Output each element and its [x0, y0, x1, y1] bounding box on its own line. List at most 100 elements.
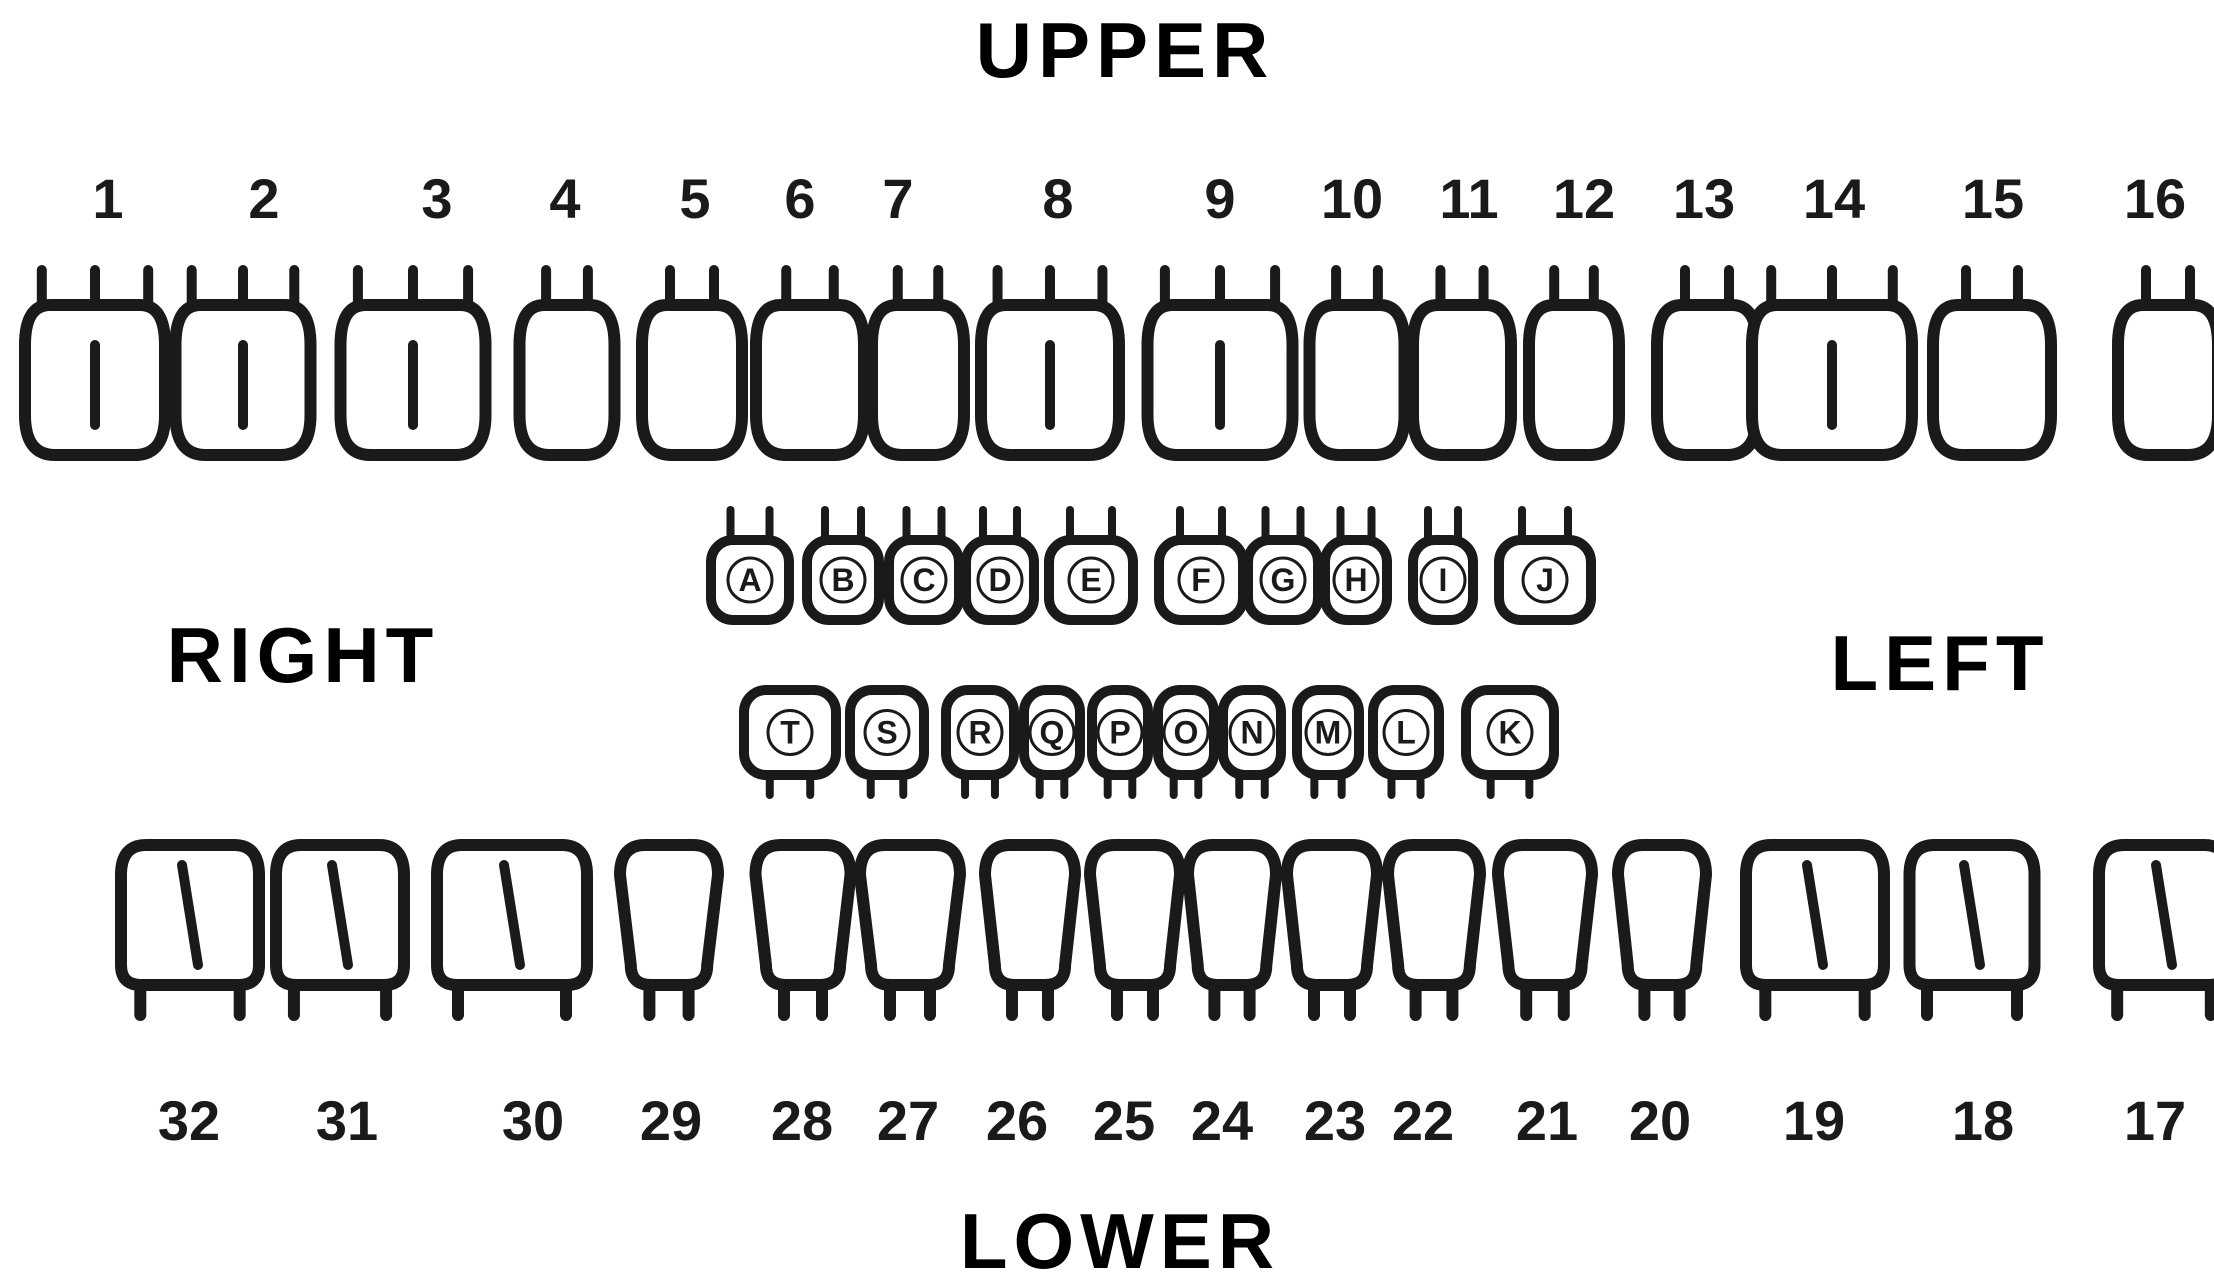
tooth-crown [1657, 305, 1757, 455]
tooth-crown [1188, 845, 1276, 985]
primary-upper-tooth-F: F [1159, 510, 1243, 620]
upper-tooth-1 [25, 270, 165, 455]
tooth-crown [1529, 305, 1619, 455]
tooth-crown [2118, 305, 2214, 455]
lower-tooth-number: 31 [316, 1089, 378, 1152]
lower-tooth-number: 30 [502, 1089, 564, 1152]
tooth-crown [756, 845, 851, 985]
upper-tooth-16 [2118, 270, 2214, 455]
upper-tooth-number: 12 [1553, 167, 1615, 230]
tooth-crown [860, 845, 960, 985]
tooth-letter: S [876, 715, 897, 751]
upper-tooth-13 [1657, 270, 1757, 455]
primary-lower-tooth-M: M [1297, 690, 1359, 795]
upper-tooth-6 [756, 270, 864, 455]
upper-tooth-number: 2 [248, 167, 279, 230]
upper-tooth-5 [642, 270, 742, 455]
upper-tooth-9 [1148, 270, 1293, 455]
tooth-letter: J [1536, 562, 1554, 598]
tooth-crown [1310, 305, 1405, 455]
tooth-letter: P [1109, 715, 1130, 751]
upper-tooth-number: 13 [1673, 167, 1735, 230]
primary-lower-tooth-L: L [1373, 690, 1439, 795]
lower-tooth-number: 17 [2124, 1089, 2186, 1152]
left-heading: LEFT [1831, 619, 2050, 707]
tooth-letter: D [988, 562, 1011, 598]
tooth-letter: B [831, 562, 854, 598]
tooth-letter: K [1498, 715, 1521, 751]
tooth-letter: O [1174, 715, 1199, 751]
primary-lower-tooth-O: O [1158, 690, 1214, 795]
tooth-crown [1287, 845, 1377, 985]
tooth-letter: C [912, 562, 935, 598]
tooth-crown [1090, 845, 1180, 985]
lower-tooth-26 [985, 845, 1075, 1015]
upper-tooth-number: 3 [421, 167, 452, 230]
primary-lower-tooth-N: N [1223, 690, 1281, 795]
lower-tooth-number: 20 [1629, 1089, 1691, 1152]
primary-lower-tooth-K: K [1466, 690, 1554, 795]
primary-upper-tooth-B: B [807, 510, 879, 620]
primary-upper-tooth-J: J [1499, 510, 1591, 620]
upper-tooth-number: 4 [549, 167, 580, 230]
tooth-letter: M [1315, 715, 1342, 751]
upper-tooth-8 [981, 270, 1119, 455]
upper-tooth-number: 16 [2124, 167, 2186, 230]
tooth-crown [1933, 305, 2051, 455]
tooth-letter: R [968, 715, 991, 751]
primary-lower-tooth-T: T [744, 690, 836, 795]
lower-tooth-22 [1388, 845, 1480, 1015]
lower-tooth-number: 29 [640, 1089, 702, 1152]
primary-upper-tooth-E: E [1049, 510, 1133, 620]
upper-tooth-number: 9 [1204, 167, 1235, 230]
lower-tooth-number: 28 [771, 1089, 833, 1152]
tooth-crown [1618, 845, 1706, 985]
upper-tooth-15 [1933, 270, 2051, 455]
upper-tooth-12 [1529, 270, 1619, 455]
lower-tooth-number: 32 [158, 1089, 220, 1152]
tooth-letter: H [1344, 562, 1367, 598]
tooth-crown [872, 305, 964, 455]
primary-lower-tooth-Q: Q [1024, 690, 1080, 795]
lower-tooth-32 [121, 845, 259, 1015]
primary-upper-tooth-A: A [711, 510, 789, 620]
lower-tooth-21 [1498, 845, 1592, 1015]
lower-tooth-31 [276, 845, 404, 1015]
lower-tooth-number: 18 [1952, 1089, 2014, 1152]
upper-tooth-number: 1 [92, 167, 123, 230]
lower-tooth-18 [1910, 845, 2035, 1015]
lower-heading: LOWER [960, 1197, 1280, 1282]
upper-primary-row: A B C D E FG H I J [711, 510, 1591, 620]
tooth-crown [1413, 305, 1511, 455]
upper-tooth-11 [1413, 270, 1511, 455]
tooth-crown [620, 845, 718, 985]
primary-lower-tooth-P: P [1092, 690, 1148, 795]
lower-tooth-number: 24 [1191, 1089, 1253, 1152]
primary-lower-tooth-S: S [850, 690, 924, 795]
tooth-crown [1388, 845, 1480, 985]
tooth-letter: Q [1040, 715, 1065, 751]
right-heading: RIGHT [167, 611, 440, 699]
upper-tooth-number: 14 [1803, 167, 1865, 230]
tooth-letter: N [1240, 715, 1263, 751]
lower-tooth-number: 25 [1093, 1089, 1155, 1152]
lower-tooth-23 [1287, 845, 1377, 1015]
tooth-crown [985, 845, 1075, 985]
primary-upper-tooth-C: C [889, 510, 959, 620]
lower-tooth-17 [2099, 845, 2214, 1015]
lower-tooth-29 [620, 845, 718, 1015]
primary-upper-tooth-D: D [966, 510, 1034, 620]
tooth-crown [520, 305, 615, 455]
lower-tooth-number: 22 [1392, 1089, 1454, 1152]
tooth-letter: I [1439, 562, 1448, 598]
tooth-crown [642, 305, 742, 455]
primary-upper-tooth-H: H [1325, 510, 1387, 620]
lower-tooth-number: 19 [1783, 1089, 1845, 1152]
upper-tooth-number: 6 [784, 167, 815, 230]
upper-tooth-number: 10 [1321, 167, 1383, 230]
tooth-letter: E [1080, 562, 1101, 598]
lower-permanent-row: 32313029282726252423222120191817 [121, 845, 2214, 1152]
tooth-letter: G [1271, 562, 1296, 598]
tooth-crown [756, 305, 864, 455]
